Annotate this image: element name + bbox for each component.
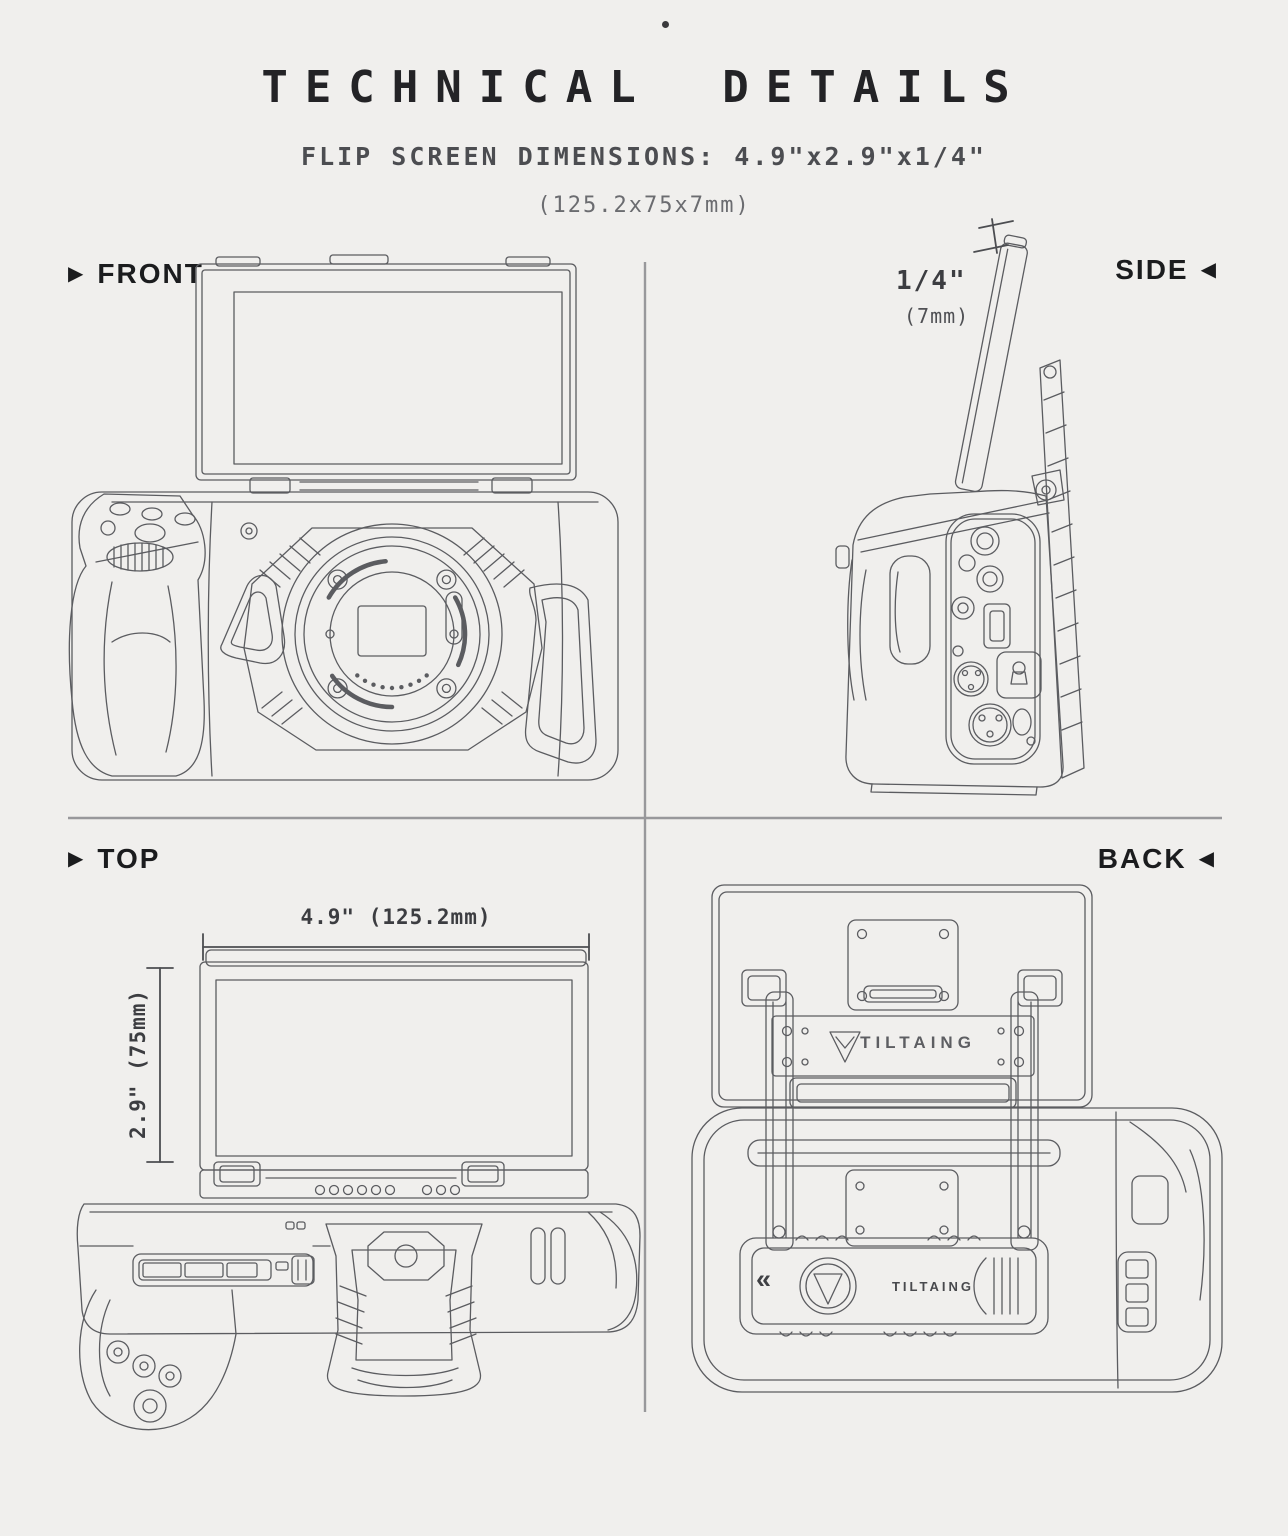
side-view-label: SIDE ◀ xyxy=(1115,254,1218,286)
bullet-dot-icon xyxy=(662,21,669,28)
back-flip-screen xyxy=(712,885,1092,1107)
left-triangle-icon: ◀ xyxy=(1198,848,1216,870)
width-dimension-label: 4.9" (125.2mm) xyxy=(300,905,492,929)
top-dimension-lines xyxy=(147,934,589,1162)
side-screen-rail xyxy=(1040,360,1084,778)
top-flip-screen xyxy=(200,950,588,1198)
back-logo-plate xyxy=(772,1016,1034,1108)
side-view-drawing xyxy=(836,219,1084,795)
front-view-label: ▶ FRONT xyxy=(68,258,204,290)
front-lens-mount xyxy=(244,524,542,750)
front-left-handle xyxy=(221,576,285,664)
side-port-panel xyxy=(946,514,1041,764)
monitor-plate-logo-text: TILTAING xyxy=(860,1033,976,1052)
thickness-mm-label: (7mm) xyxy=(904,304,970,328)
side-flip-screen xyxy=(954,234,1030,492)
side-thickness-ticks xyxy=(974,219,1013,253)
front-flip-screen xyxy=(196,255,576,493)
battery-chevrons-icon: « xyxy=(756,1264,772,1294)
battery-plate-logo-text: TILTAING xyxy=(891,1279,974,1294)
top-view-label: ▶ TOP xyxy=(68,843,160,875)
front-body xyxy=(72,492,618,780)
front-view-label-text: FRONT xyxy=(97,258,204,289)
back-body xyxy=(692,1108,1222,1392)
thickness-inches-label: 1/4" xyxy=(896,266,967,296)
left-triangle-icon: ◀ xyxy=(1200,259,1218,281)
page-title: TECHNICAL DETAILS xyxy=(261,62,1027,113)
top-mount-cluster xyxy=(326,1224,482,1396)
front-left-grip xyxy=(69,494,205,776)
back-battery-plate xyxy=(740,1236,1048,1336)
top-body xyxy=(77,1204,640,1430)
side-body xyxy=(836,491,1063,795)
front-right-handle xyxy=(446,584,596,763)
back-view-label-text: BACK xyxy=(1097,843,1187,874)
quadrant-dividers xyxy=(68,262,1222,1412)
right-triangle-icon: ▶ xyxy=(68,848,86,870)
front-view-drawing xyxy=(69,255,618,780)
page-subtitle: FLIP SCREEN DIMENSIONS: 4.9"x2.9"x1/4" xyxy=(301,142,987,171)
top-view-label-text: TOP xyxy=(97,843,161,874)
side-view-label-text: SIDE xyxy=(1115,254,1189,285)
top-view-drawing xyxy=(77,934,640,1430)
back-view-label: BACK ◀ xyxy=(1098,843,1216,875)
back-view-drawing xyxy=(692,885,1222,1392)
back-mount-rails xyxy=(766,992,1038,1250)
metric-dimensions: (125.2x75x7mm) xyxy=(537,193,751,218)
right-triangle-icon: ▶ xyxy=(68,263,86,285)
